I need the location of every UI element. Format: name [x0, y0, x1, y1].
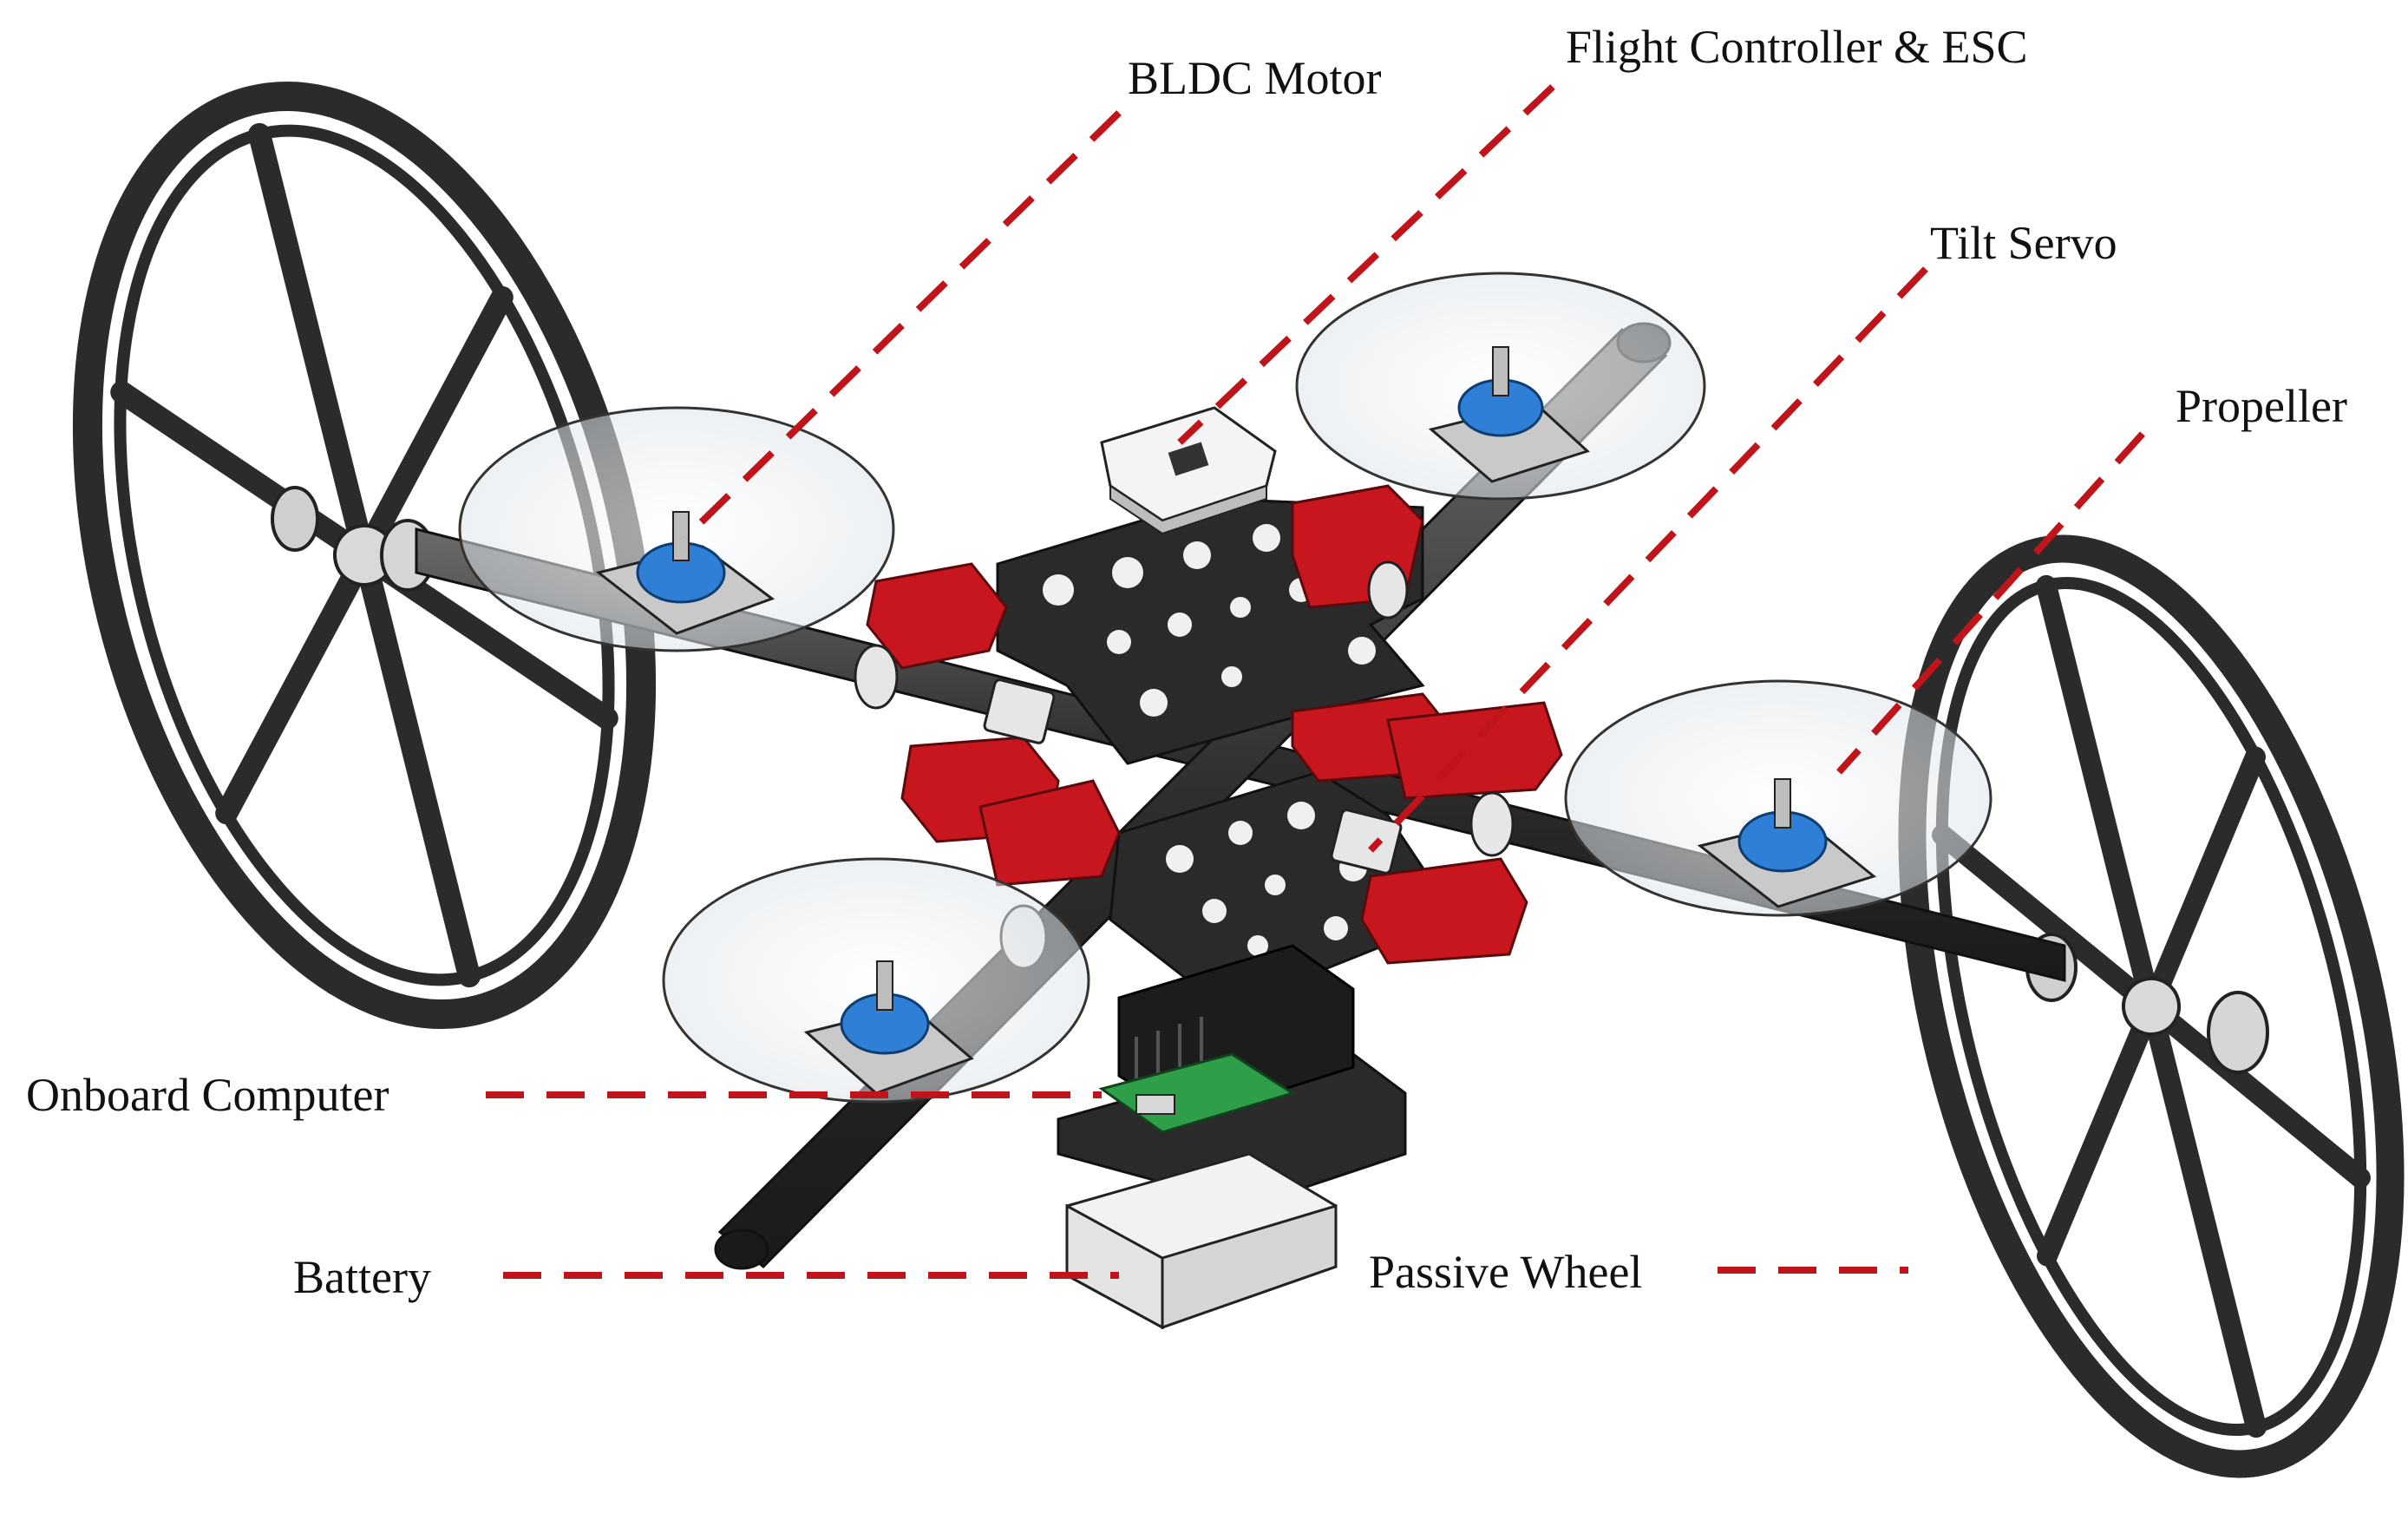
servo-bracket	[866, 562, 1008, 670]
leader-propeller	[1836, 431, 2145, 775]
tube-end	[714, 1228, 769, 1270]
tilt-servo-brackets	[866, 484, 1563, 965]
flight-controller-board	[1100, 406, 1277, 535]
wheel-hub	[2122, 977, 2181, 1036]
propeller-left	[458, 406, 895, 652]
label-bldc-motor: BLDC Motor	[1128, 52, 1382, 104]
coupler-ring	[1469, 791, 1515, 857]
battery-pack	[1065, 1152, 1338, 1330]
coupler-ring	[1367, 560, 1409, 619]
leader-lines	[486, 84, 2145, 1279]
servo-bracket	[978, 779, 1121, 887]
label-onboard-computer: Onboard Computer	[26, 1069, 389, 1121]
callout-labels: BLDC Motor Flight Controller & ESC Tilt …	[26, 21, 2347, 1303]
frame-holes	[1166, 802, 1367, 956]
motor-shaft	[672, 511, 690, 561]
label-passive-wheel: Passive Wheel	[1369, 1246, 1642, 1298]
leader-bldc-motor	[683, 110, 1122, 541]
servo-horn	[1330, 809, 1403, 875]
motor-shaft	[876, 960, 893, 1011]
motor-shaft	[1492, 346, 1509, 396]
servo-horn	[983, 678, 1056, 744]
label-propeller: Propeller	[2176, 380, 2347, 432]
onboard-computer	[1057, 944, 1407, 1208]
label-tilt-servo: Tilt Servo	[1930, 217, 2117, 269]
usb-port	[1135, 1094, 1175, 1115]
label-flight-controller: Flight Controller & ESC	[1566, 21, 2028, 73]
servo-bracket	[1386, 701, 1563, 800]
label-battery: Battery	[293, 1251, 431, 1303]
propeller-front-left	[662, 857, 1090, 1104]
propeller-right	[1564, 679, 1992, 917]
motor-shaft	[1774, 778, 1791, 829]
coupler-ring	[854, 644, 899, 710]
servo-bracket	[1360, 857, 1528, 965]
leader-flight-controller	[1177, 84, 1555, 445]
leader-tilt-servo	[1368, 266, 1928, 853]
propeller-back-right	[1295, 272, 1706, 501]
right-passive-wheel	[1898, 534, 2405, 1478]
